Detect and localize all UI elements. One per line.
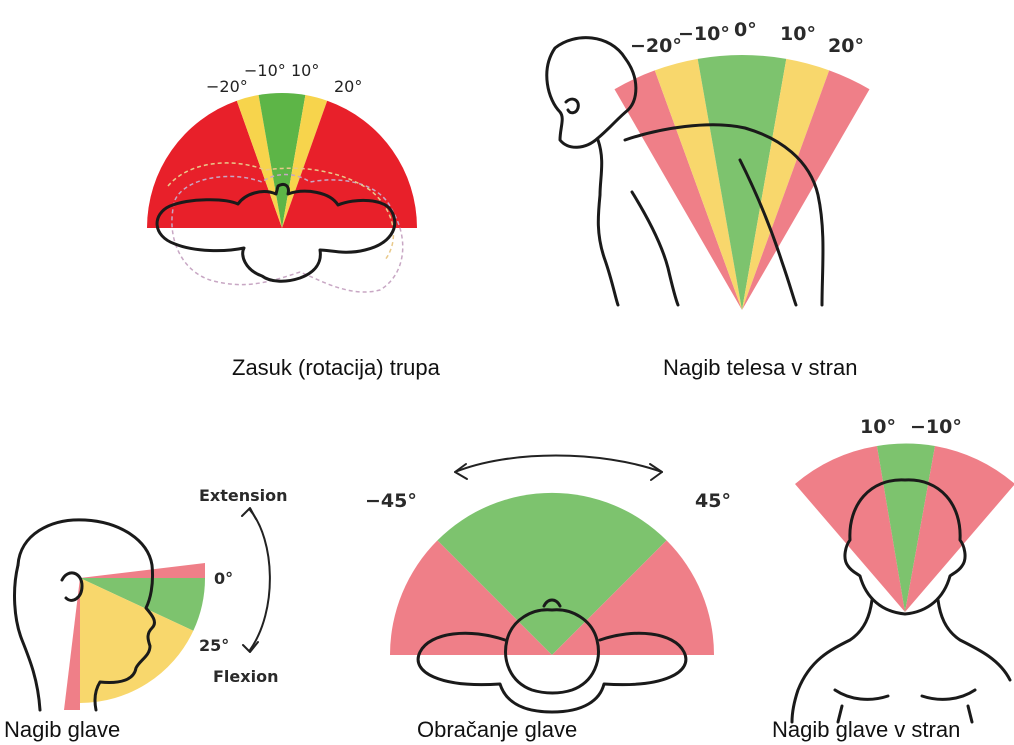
- caption-head-tilt: Nagib glave: [4, 717, 120, 742]
- panel-trunk-rotation: −20° −10° 10° 20° Zasuk (rotacija) trupa: [147, 61, 441, 380]
- label-minus-45: −45°: [365, 490, 417, 512]
- label-plus-10: 10°: [860, 416, 896, 438]
- bending-figure-back: [632, 192, 678, 305]
- label-zero: 0°: [214, 569, 233, 588]
- caption-trunk-rotation: Zasuk (rotacija) trupa: [232, 355, 441, 380]
- label-zero: 0°: [734, 19, 757, 41]
- label-minus-20: −20°: [630, 35, 682, 57]
- arrow-head-left: [455, 464, 467, 479]
- label-25: 25°: [199, 636, 229, 655]
- arrow-head-down: [243, 642, 258, 652]
- label-plus-10: 10°: [780, 23, 816, 45]
- arrow-head-up: [242, 508, 256, 519]
- label-minus-10: −10°: [678, 23, 730, 45]
- label-minus-20: −20°: [206, 77, 248, 96]
- panel-head-lateral-tilt: 10° −10° Nagib glave v stran: [772, 416, 1014, 742]
- bending-figure-ear: [566, 99, 578, 113]
- label-plus-20: 20°: [334, 77, 362, 96]
- caption-head-rotation: Obračanje glave: [417, 717, 577, 742]
- label-plus-10: 10°: [291, 61, 319, 80]
- label-plus-20: 20°: [828, 35, 864, 57]
- arrow-head-right: [650, 464, 662, 480]
- label-extension: Extension: [199, 486, 288, 505]
- head-profile-back: [15, 565, 40, 710]
- label-flexion: Flexion: [213, 667, 278, 686]
- panel-head-tilt: Extension Flexion 0° 25° Nagib glave: [4, 486, 288, 742]
- label-plus-45: 45°: [695, 490, 731, 512]
- front-neck-shoulders: [792, 600, 1010, 722]
- extension-flexion-arc: [250, 510, 270, 650]
- caption-trunk-lateral-bend: Nagib telesa v stran: [663, 355, 857, 380]
- bending-figure-torso: [598, 140, 618, 305]
- zone-red-extension: [80, 563, 205, 578]
- label-minus-10: −10°: [244, 61, 286, 80]
- rotation-arc-arrow: [455, 456, 662, 473]
- caption-head-lateral-tilt: Nagib glave v stran: [772, 717, 960, 742]
- label-minus-10: −10°: [910, 416, 962, 438]
- panel-trunk-lateral-bend: −20° −10° 0° 10° 20° Nagib telesa v stra…: [547, 19, 870, 380]
- panel-head-rotation: −45° 45° Obračanje glave: [365, 456, 731, 743]
- front-collarbones: [835, 690, 975, 699]
